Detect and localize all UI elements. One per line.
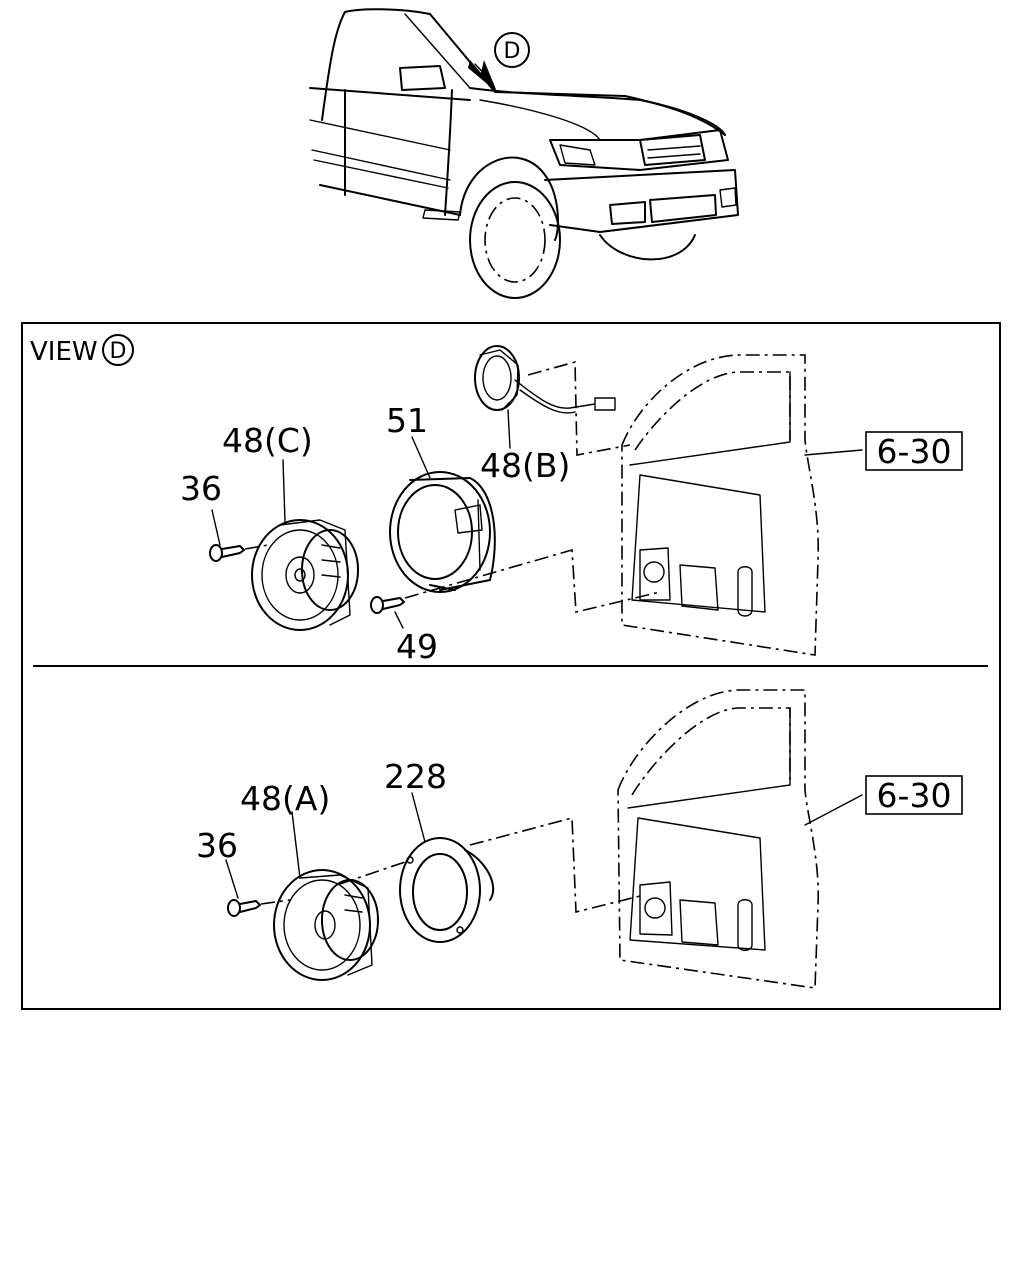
label-228: 228 [384, 757, 447, 796]
spacer-228 [399, 837, 495, 943]
view-frame [21, 322, 1001, 1010]
ref-label-upper: 6-30 [877, 432, 952, 471]
ref-label-lower: 6-30 [877, 776, 952, 815]
front-door-upper [621, 354, 820, 656]
label-49: 49 [396, 627, 438, 666]
label-48a: 48(A) [240, 779, 330, 818]
view-label: VIEW [30, 337, 98, 367]
tweeter-48b [474, 345, 616, 414]
screw-36-upper [209, 544, 269, 562]
callout-d-top: D [504, 39, 521, 64]
bracket-51 [389, 471, 496, 593]
view-arrow-icon [468, 60, 497, 92]
ref-box-lower [865, 775, 963, 815]
view-letter: D [110, 339, 127, 364]
screw-36-lower [227, 899, 291, 917]
speaker-48c [251, 519, 359, 631]
ref-box-upper [865, 431, 963, 471]
screw-49 [370, 596, 405, 614]
upper-section: 48(C) 36 51 48(B) 49 6-30 [180, 345, 963, 666]
speaker-48a [273, 869, 379, 981]
label-36-lower: 36 [196, 826, 238, 865]
label-51: 51 [386, 401, 428, 440]
vehicle-illustration: D [309, 8, 739, 299]
lower-section: 48(A) 36 228 6-30 [196, 689, 963, 989]
label-48c: 48(C) [222, 421, 313, 460]
label-36-upper: 36 [180, 469, 222, 508]
label-48b: 48(B) [480, 446, 570, 485]
front-door-lower [617, 689, 820, 989]
